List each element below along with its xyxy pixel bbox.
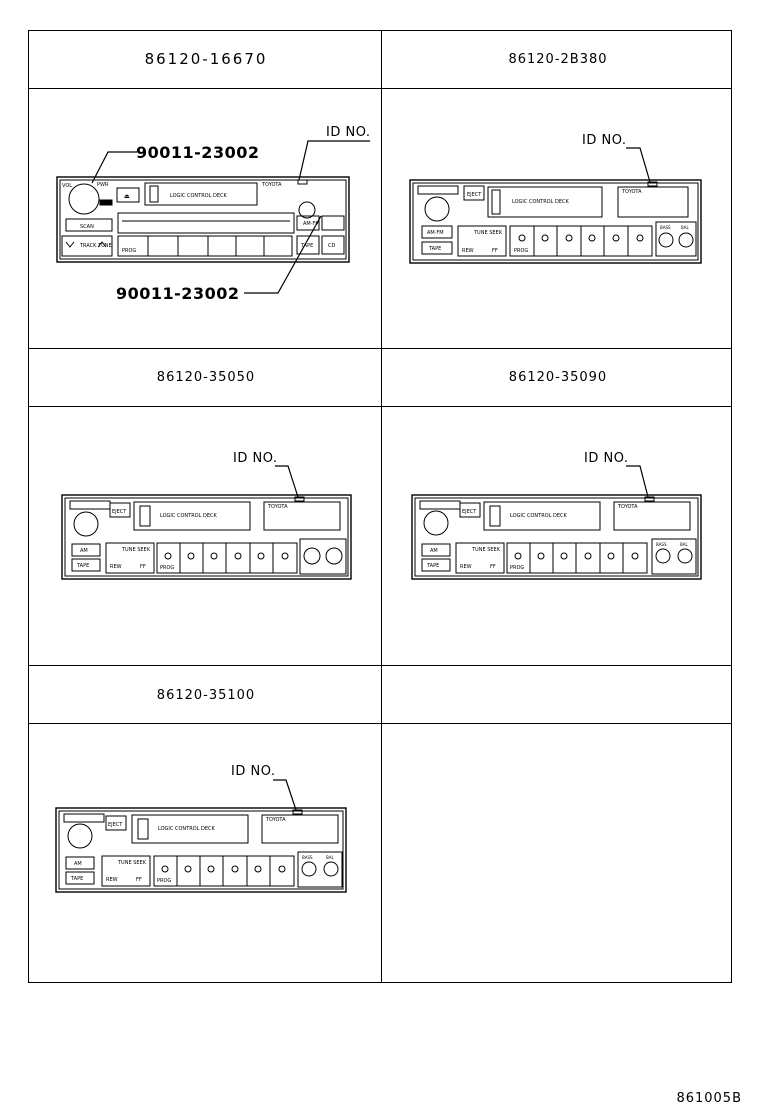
tune-seek-label-4: TUNE SEEK	[471, 547, 501, 553]
eject-label-2: EJECT	[467, 192, 482, 198]
scan-label: SCAN	[80, 224, 94, 230]
brand-label-3: TOYOTA	[267, 504, 288, 510]
bal-label-5: BAL	[326, 855, 334, 860]
bal-label-4: BAL	[680, 542, 688, 547]
tape-label-2: TAPE	[428, 246, 441, 252]
row-divider	[28, 723, 732, 724]
brand-label-5: TOYOTA	[265, 817, 286, 823]
row-divider	[28, 88, 732, 89]
prog-label-1: PROG	[122, 248, 136, 254]
radio-unit-16670: VOL PWR ⏏ LOGIC CONTROL DECK TOYOTA SCAN…	[56, 140, 370, 294]
am-label-3: AM	[80, 548, 88, 554]
bass-label-4: BASS	[656, 542, 667, 547]
id-no-label-4: ID NO.	[584, 451, 629, 466]
deck-label-2: LOGIC CONTROL DECK	[512, 199, 569, 205]
parts-table	[28, 30, 732, 983]
part-number-4: 86120-35090	[508, 370, 608, 385]
drawing-number: 861005B	[676, 1091, 742, 1106]
tape-label-3: TAPE	[76, 563, 89, 569]
radio-unit-35090: EJECT LOGIC CONTROL DECK TOYOTA AM TAPE …	[411, 465, 702, 580]
prog-label-2: PROG	[514, 248, 528, 254]
bass-label-5: BASS	[302, 855, 313, 860]
part-number-3: 86120-35050	[156, 370, 256, 385]
rew-label-4: REW	[460, 564, 472, 570]
tune-seek-label-5: TUNE SEEK	[117, 860, 147, 866]
part-number-5: 86120-35100	[156, 688, 256, 703]
tape-label-5: TAPE	[70, 876, 83, 882]
prog-label-3: PROG	[160, 565, 174, 571]
vol-label: VOL	[62, 183, 72, 189]
am-label-4: AM	[430, 548, 438, 554]
rew-label-3: REW	[110, 564, 122, 570]
bal-label-2: BAL	[681, 225, 689, 230]
prog-label-4: PROG	[510, 565, 524, 571]
eject-label-4: EJECT	[462, 509, 477, 515]
eject-label-5: EJECT	[108, 822, 123, 828]
ff-label-5: FF	[136, 877, 142, 883]
tune-seek-label-2: TUNE SEEK	[473, 230, 503, 236]
ff-label-4: FF	[490, 564, 496, 570]
column-divider	[381, 30, 382, 983]
cd-label-1: CD	[328, 243, 335, 249]
id-no-label-1: ID NO.	[326, 125, 371, 140]
eject-label-3: EJECT	[112, 509, 127, 515]
deck-label-5: LOGIC CONTROL DECK	[158, 826, 215, 832]
row-divider	[28, 665, 732, 666]
screw-callout-bottom: 90011-23002	[116, 284, 240, 303]
rew-label-2: REW	[462, 248, 474, 254]
ff-label-3: FF	[140, 564, 146, 570]
prog-label-5: PROG	[157, 878, 171, 884]
tape-label-1: TAPE	[300, 243, 313, 249]
amfm-label-2: AM·FM	[427, 230, 444, 236]
volume-knob-icon	[68, 183, 100, 215]
rew-label-5: REW	[106, 877, 118, 883]
track-tune-label: TRACK TUNE	[79, 243, 112, 249]
id-no-label-2: ID NO.	[582, 133, 627, 148]
volume-knob-icon	[423, 510, 449, 536]
brand-label-2: TOYOTA	[621, 189, 642, 195]
volume-knob-icon	[73, 511, 99, 537]
volume-knob-icon	[67, 823, 93, 849]
deck-label-4: LOGIC CONTROL DECK	[510, 513, 567, 519]
brand-label-4: TOYOTA	[617, 504, 638, 510]
id-no-label-5: ID NO.	[231, 764, 276, 779]
radio-unit-35100: EJECT LOGIC CONTROL DECK TOYOTA AM TAPE …	[55, 779, 347, 893]
amfm-label-1: AM·FM	[303, 221, 320, 227]
part-number-2: 86120-2B380	[508, 52, 608, 67]
radio-unit-2B380: EJECT LOGIC CONTROL DECK TOYOTA AM·FM TA…	[409, 147, 702, 264]
deck-label-3: LOGIC CONTROL DECK	[160, 513, 217, 519]
am-label-5: AM	[74, 861, 82, 867]
id-no-label-3: ID NO.	[233, 451, 278, 466]
brand-label-1: TOYOTA	[261, 182, 282, 188]
deck-label-1: LOGIC CONTROL DECK	[170, 193, 227, 199]
screw-callout-top: 90011-23002	[136, 143, 260, 162]
pwr-label: PWR	[97, 182, 109, 188]
tape-label-4: TAPE	[426, 563, 439, 569]
volume-knob-icon	[424, 196, 450, 222]
svg-text:⏏: ⏏	[124, 193, 130, 200]
ff-label-2: FF	[492, 248, 498, 254]
row-divider	[28, 406, 732, 407]
row-divider	[28, 348, 732, 349]
part-number-1: 86120-16670	[144, 50, 268, 68]
tune-seek-label-3: TUNE SEEK	[121, 547, 151, 553]
radio-unit-35050: EJECT LOGIC CONTROL DECK TOYOTA AM TAPE …	[61, 465, 352, 580]
bass-label-2: BASS	[660, 225, 671, 230]
